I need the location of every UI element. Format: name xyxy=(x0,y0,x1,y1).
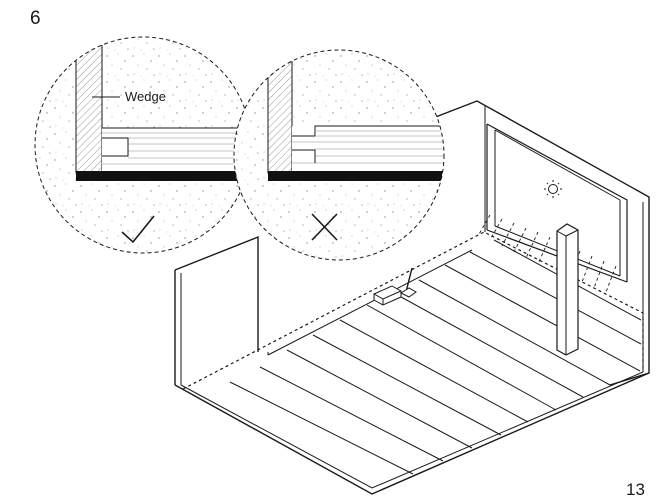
callout-incorrect xyxy=(233,49,445,261)
room-drawing xyxy=(174,100,650,495)
callout-correct: Wedge xyxy=(34,36,252,254)
wedge-label: Wedge xyxy=(125,89,166,104)
step-number: 6 xyxy=(30,8,41,29)
check-icon xyxy=(121,215,155,244)
cross-icon xyxy=(311,213,338,241)
sun-icon xyxy=(544,180,562,198)
page-number: 13 xyxy=(626,480,645,499)
